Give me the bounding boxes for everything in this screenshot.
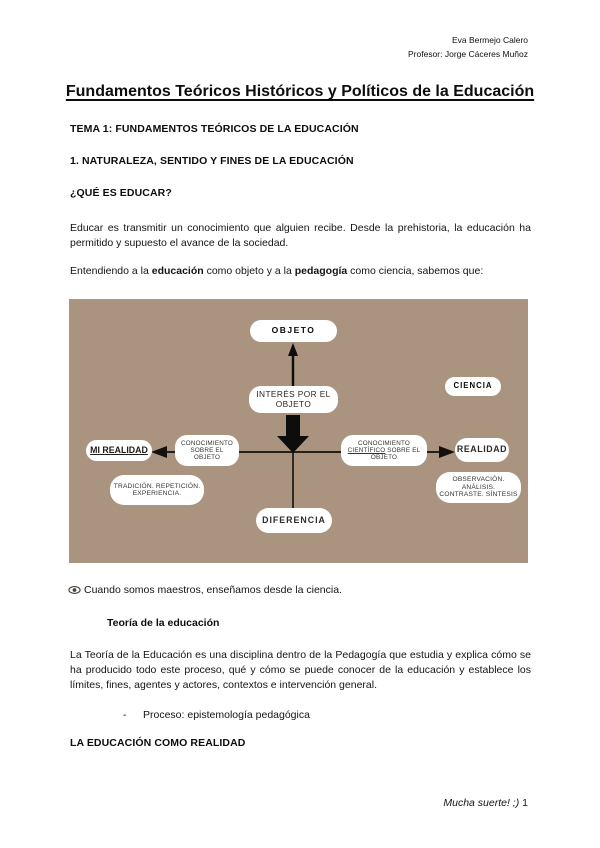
arrow-right-head (439, 446, 455, 458)
heading-teoria-educacion: Teoría de la educación (107, 617, 220, 629)
arrow-down-thick (277, 415, 309, 453)
paragraph-teoria: La Teoría de la Educación es una discipl… (70, 649, 531, 691)
education-concept-diagram: OBJETO INTERÉS POR EL OBJETO CIENCIA MI … (69, 299, 528, 563)
node-observacion-analisis-contraste-sintesis: OBSERVACIÓN. ANÁLISIS. CONTRASTE. SÍNTES… (436, 472, 521, 503)
node-conocimiento-sobre-el-objeto: CONOCIMIENTO SOBRE EL OBJETO (175, 435, 239, 466)
bullet-text: Proceso: epistemología pedagógica (143, 709, 310, 721)
heading-educacion-como-realidad: LA EDUCACIÓN COMO REALIDAD (70, 737, 246, 749)
arrow-left-head (151, 446, 167, 458)
maestros-text: Cuando somos maestros, enseñamos desde l… (84, 584, 342, 596)
page-number: 1 (522, 797, 528, 809)
eye-icon (68, 586, 81, 594)
node-interes-por-el-objeto: INTERÉS POR EL OBJETO (249, 386, 338, 413)
document-title: Fundamentos Teóricos Históricos y Políti… (65, 83, 535, 100)
page-footer: Mucha suerte! ;) 1 (443, 797, 528, 809)
bullet-dash: - (123, 709, 127, 721)
node-ciencia: CIENCIA (445, 377, 501, 396)
maestros-note: Cuando somos maestros, enseñamos desde l… (68, 584, 342, 596)
node-mi-realidad: MI REALIDAD (86, 440, 152, 461)
node-conocimiento-cientifico-sobre-el-objeto: CONOCIMIENTO CIENTÍFICO SOBRE EL OBJETO (341, 435, 427, 466)
paragraph-entendiendo: Entendiendo a la educación como objeto y… (70, 265, 484, 277)
node-tradicion-repeticion-experiencia: TRADICIÓN. REPETICIÓN. EXPERIENCIA. (110, 475, 204, 505)
heading-tema: TEMA 1: FUNDAMENTOS TEÓRICOS DE LA EDUCA… (70, 123, 359, 135)
paragraph-educar: Educar es transmitir un conocimiento que… (70, 222, 531, 249)
heading-que-es-educar: ¿QUÉ ES EDUCAR? (70, 187, 172, 199)
page-header: Eva Bermejo Calero Profesor: Jorge Cácer… (408, 33, 528, 61)
professor-name: Profesor: Jorge Cáceres Muñoz (408, 49, 528, 59)
node-diferencia: DIFERENCIA (256, 508, 332, 533)
bullet-proceso: - Proceso: epistemología pedagógica (123, 709, 310, 721)
footer-message: Mucha suerte! ;) (443, 797, 520, 809)
author-name: Eva Bermejo Calero (451, 35, 528, 45)
node-realidad: REALIDAD (455, 438, 509, 462)
node-objeto: OBJETO (250, 320, 337, 342)
arrow-up-head (288, 343, 298, 356)
heading-naturaleza: 1. NATURALEZA, SENTIDO Y FINES DE LA EDU… (70, 155, 354, 167)
